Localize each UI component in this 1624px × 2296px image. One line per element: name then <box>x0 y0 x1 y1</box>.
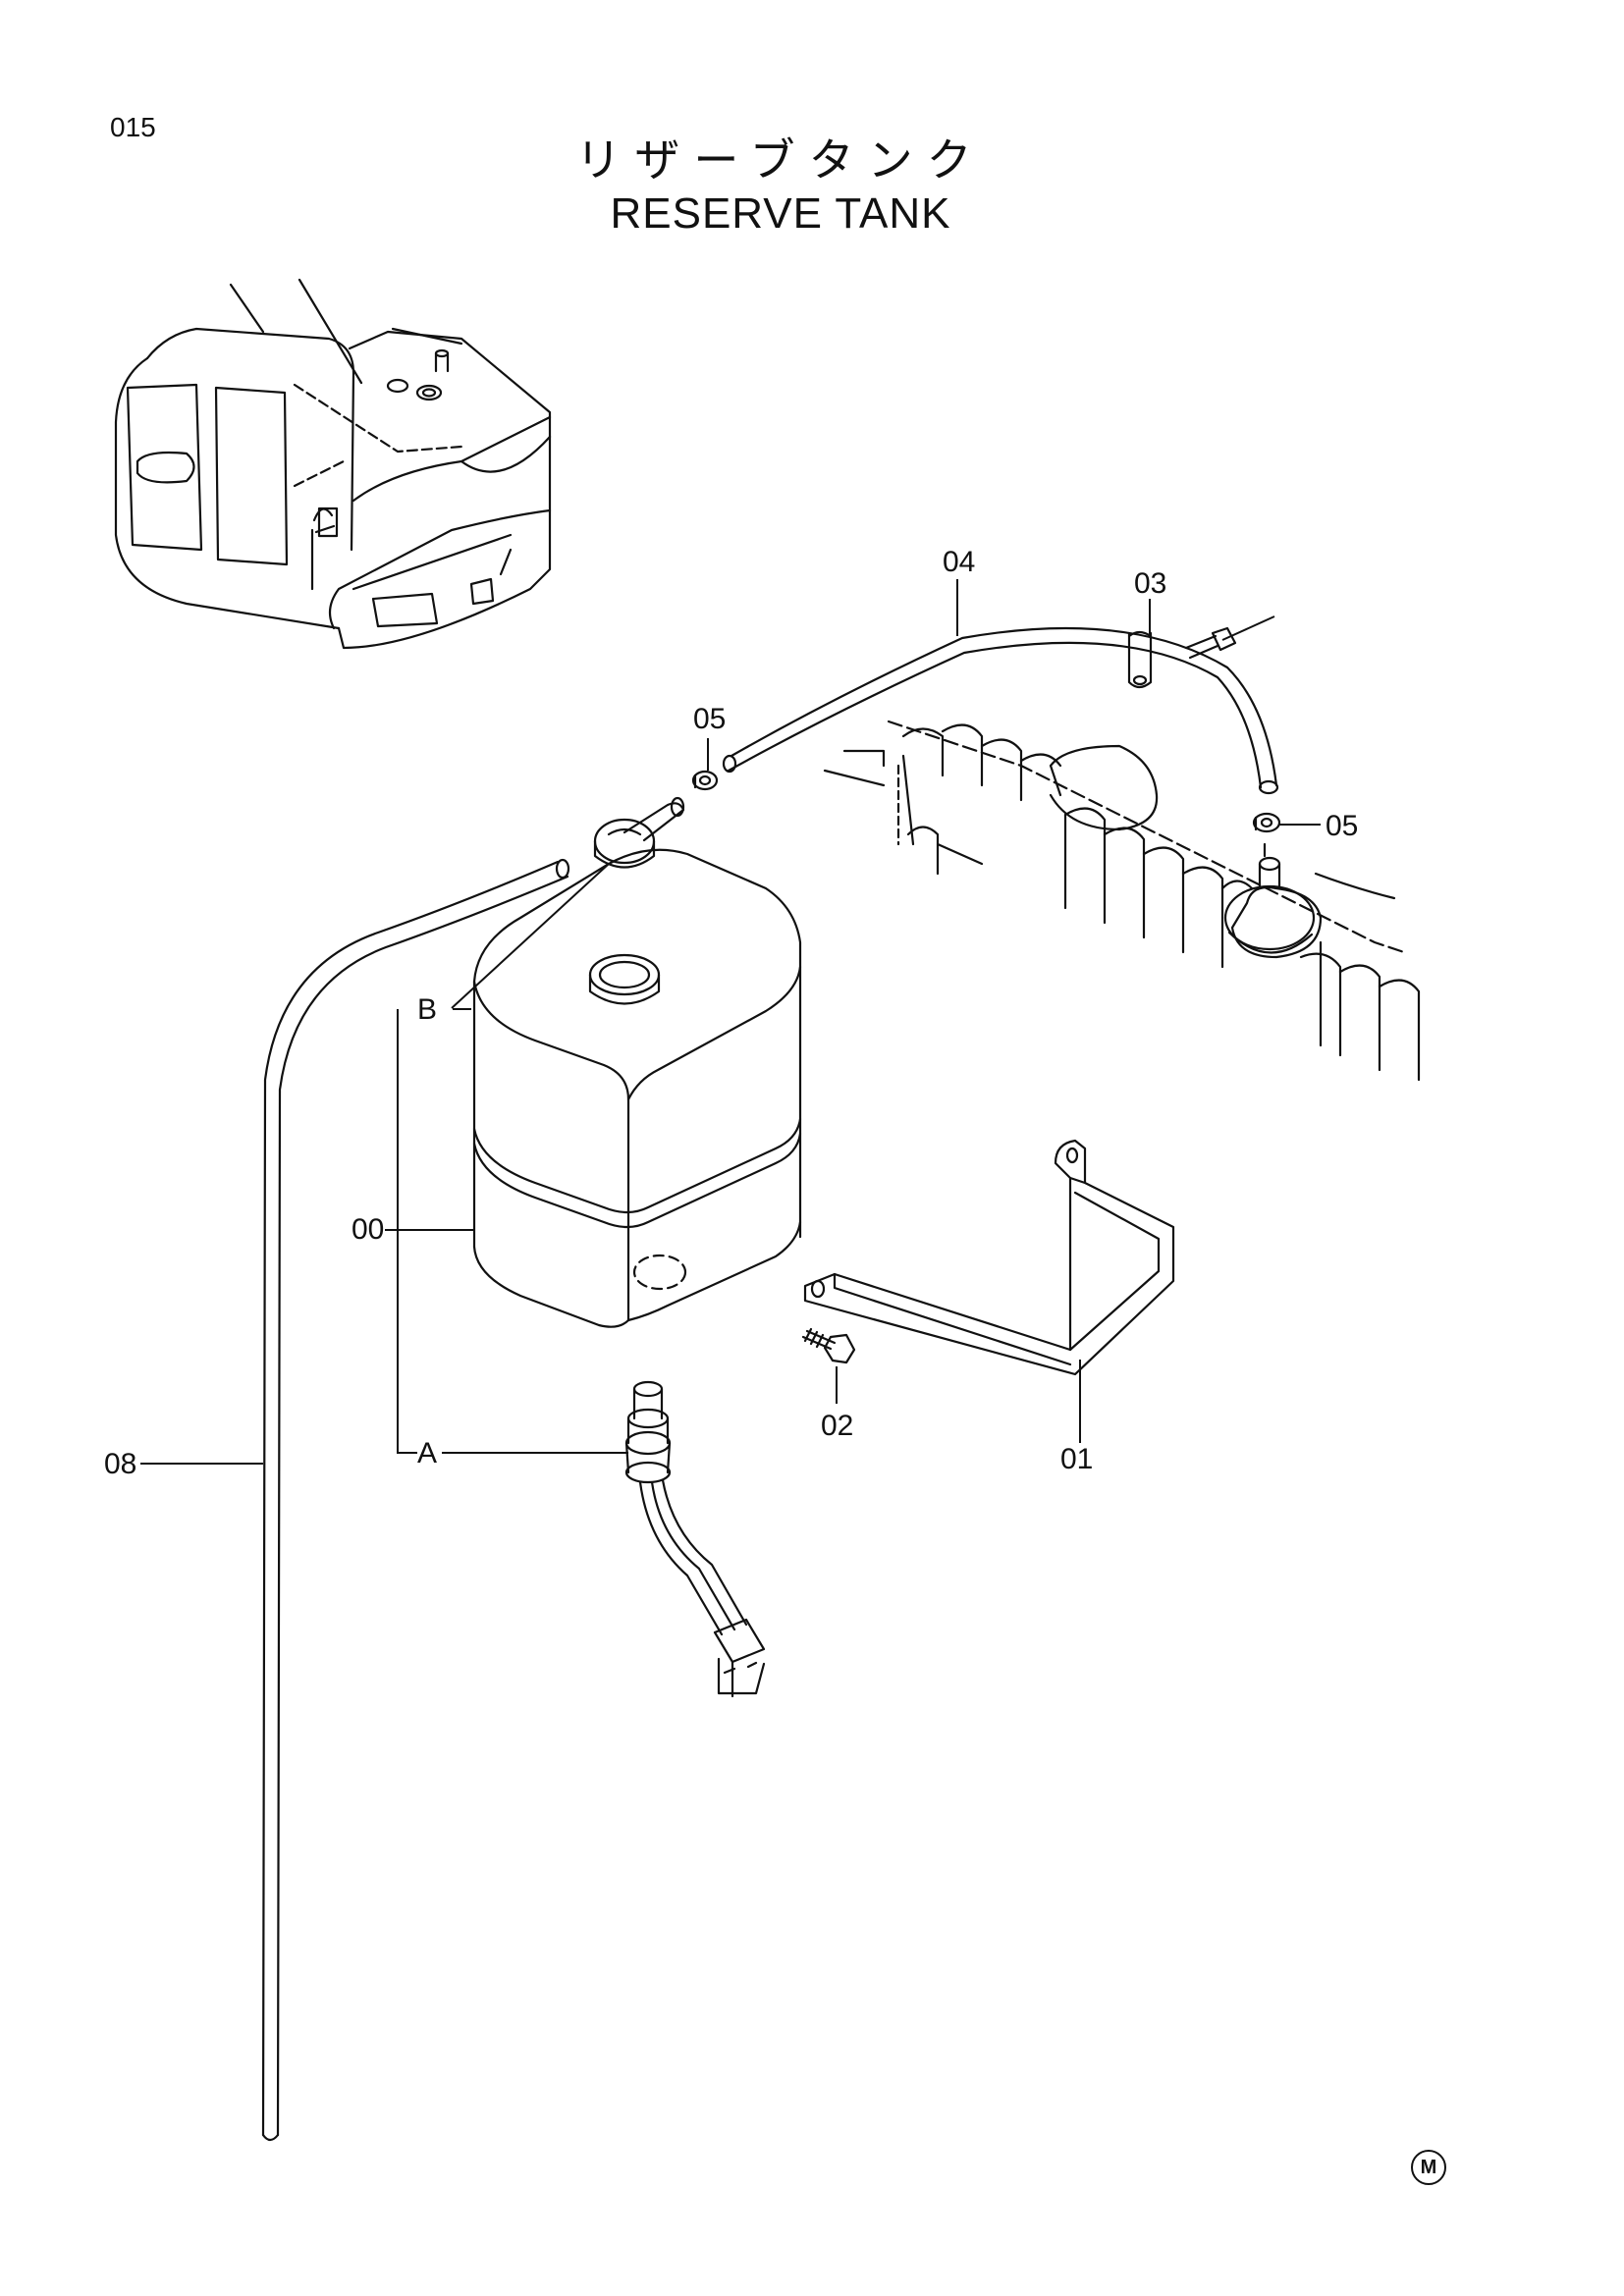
callout-05-left: 05 <box>693 703 727 735</box>
bolt-part-02 <box>801 1327 856 1364</box>
callout-01: 01 <box>1060 1443 1094 1475</box>
callout-08: 08 <box>104 1448 137 1480</box>
page-title-english: RESERVE TANK <box>610 189 951 238</box>
callout-05-right: 05 <box>1326 810 1359 842</box>
callout-b: B <box>417 993 438 1026</box>
hose-part-04 <box>722 626 1279 795</box>
callout-a: A <box>417 1437 438 1469</box>
hose-part-08 <box>261 858 570 2142</box>
radiator-illustration <box>823 720 1421 1082</box>
page-title-japanese: リザーブタンク <box>575 133 986 187</box>
cap-part-b <box>593 796 685 869</box>
bracket-part-01 <box>803 1139 1175 1376</box>
callout-02: 02 <box>821 1410 854 1442</box>
reserve-tank-part-00 <box>472 848 802 1328</box>
callout-03: 03 <box>1134 567 1167 600</box>
callout-00: 00 <box>352 1213 385 1246</box>
level-switch-part-a <box>624 1380 766 1698</box>
corner-mark: M <box>1411 2150 1446 2185</box>
callout-leaders <box>140 579 1321 1465</box>
callout-04: 04 <box>943 546 976 578</box>
excavator-overview-illustration <box>114 278 552 650</box>
clip-part-05-left <box>691 770 719 791</box>
page-number: 015 <box>110 112 156 142</box>
clip-part-05-right <box>1252 812 1281 833</box>
